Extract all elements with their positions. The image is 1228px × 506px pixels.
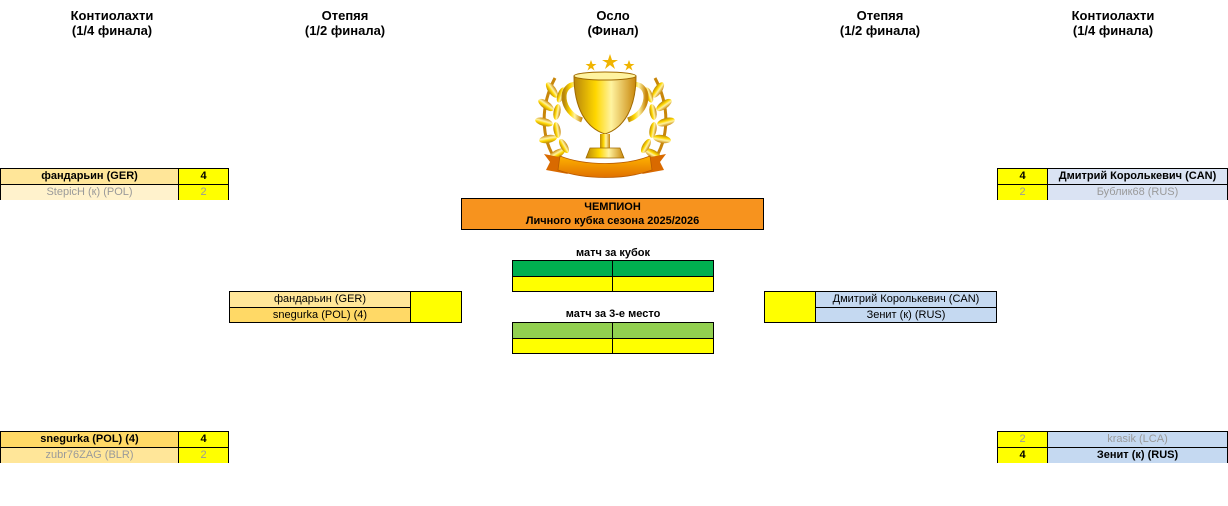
header-left-semi: Отепяя (1/2 финала)	[245, 8, 445, 38]
player-score: 4	[998, 448, 1048, 463]
match-row: 4 Зенит (к) (RUS)	[998, 447, 1227, 463]
match-row: 2 Бублик68 (RUS)	[998, 184, 1227, 200]
header-stage: (1/4 финала)	[71, 23, 153, 38]
cup-match-player1	[513, 261, 613, 276]
semifinal-players: фандарьин (GER) snegurka (POL) (4)	[230, 292, 410, 322]
player-name: Дмитрий Королькевич (CAN)	[1048, 169, 1227, 184]
champion-box: ЧЕМПИОН Личного кубка сезона 2025/2026	[461, 198, 764, 230]
player-score: 4	[178, 169, 228, 184]
champion-title: ЧЕМПИОН	[584, 201, 641, 213]
match-row: 2 krasik (LCA)	[998, 432, 1227, 447]
third-place-match-label: матч за 3-е место	[565, 308, 661, 320]
champion-subtitle: Личного кубка сезона 2025/2026	[525, 215, 700, 227]
header-right-semi: Отепяя (1/2 финала)	[780, 8, 980, 38]
player-name: snegurka (POL) (4)	[230, 307, 410, 322]
third-match-score1	[513, 338, 613, 353]
match-row: zubr76ZAG (BLR) 2	[1, 447, 228, 463]
match-row: StepicH (к) (POL) 2	[1, 184, 228, 200]
player-score: 2	[178, 448, 228, 463]
semifinal-right: Дмитрий Королькевич (CAN) Зенит (к) (RUS…	[764, 291, 997, 323]
semifinal-left: фандарьин (GER) snegurka (POL) (4)	[229, 291, 462, 323]
third-match-player1	[513, 323, 613, 338]
player-name: Дмитрий Королькевич (CAN)	[816, 292, 996, 307]
player-score: 4	[998, 169, 1048, 184]
third-match-score2	[613, 338, 713, 353]
trophy-icon	[535, 54, 675, 178]
quarterfinal-right-top: 4 Дмитрий Королькевич (CAN) 2 Бублик68 (…	[997, 168, 1228, 200]
cup-match-score1	[513, 276, 613, 291]
header-venue: Отепяя	[856, 8, 904, 23]
cup-match-score2	[613, 276, 713, 291]
header-venue: Осло	[596, 8, 630, 23]
header-right-quarter: Контиолахти (1/4 финала)	[1013, 8, 1213, 38]
header-final: Осло (Финал)	[513, 8, 713, 38]
header-stage: (1/4 финала)	[1072, 23, 1154, 38]
semifinal-score	[410, 292, 461, 322]
semifinal-players: Дмитрий Королькевич (CAN) Зенит (к) (RUS…	[816, 292, 996, 322]
player-name: zubr76ZAG (BLR)	[1, 448, 178, 463]
cup-match-box	[512, 260, 714, 292]
player-name: StepicH (к) (POL)	[1, 185, 178, 200]
player-name: фандарьин (GER)	[230, 292, 410, 307]
header-venue: Отепяя	[321, 8, 369, 23]
cup-match-label: матч за кубок	[575, 247, 651, 259]
quarterfinal-left-bottom: snegurka (POL) (4) 4 zubr76ZAG (BLR) 2	[0, 431, 229, 463]
match-row: 4 Дмитрий Королькевич (CAN)	[998, 169, 1227, 184]
match-row: snegurka (POL) (4) 4	[1, 432, 228, 447]
player-score: 4	[178, 432, 228, 447]
player-name: фандарьин (GER)	[1, 169, 178, 184]
player-name: Зенит (к) (RUS)	[816, 307, 996, 322]
header-venue: Контиолахти	[1071, 8, 1155, 23]
quarterfinal-right-bottom: 2 krasik (LCA) 4 Зенит (к) (RUS)	[997, 431, 1228, 463]
semifinal-score	[765, 292, 816, 322]
third-match-player2	[613, 323, 713, 338]
match-row: фандарьин (GER) 4	[1, 169, 228, 184]
quarterfinal-left-top: фандарьин (GER) 4 StepicH (к) (POL) 2	[0, 168, 229, 200]
header-stage: (1/2 финала)	[839, 23, 921, 38]
header-stage: (Финал)	[587, 23, 639, 38]
header-left-quarter: Контиолахти (1/4 финала)	[12, 8, 212, 38]
player-name: krasik (LCA)	[1048, 432, 1227, 447]
header-venue: Контиолахти	[70, 8, 154, 23]
header-stage: (1/2 финала)	[304, 23, 386, 38]
player-score: 2	[178, 185, 228, 200]
player-score: 2	[998, 185, 1048, 200]
third-place-match-box	[512, 322, 714, 354]
player-score: 2	[998, 432, 1048, 447]
player-name: Бублик68 (RUS)	[1048, 185, 1227, 200]
cup-match-player2	[613, 261, 713, 276]
player-name: Зенит (к) (RUS)	[1048, 448, 1227, 463]
player-name: snegurka (POL) (4)	[1, 432, 178, 447]
